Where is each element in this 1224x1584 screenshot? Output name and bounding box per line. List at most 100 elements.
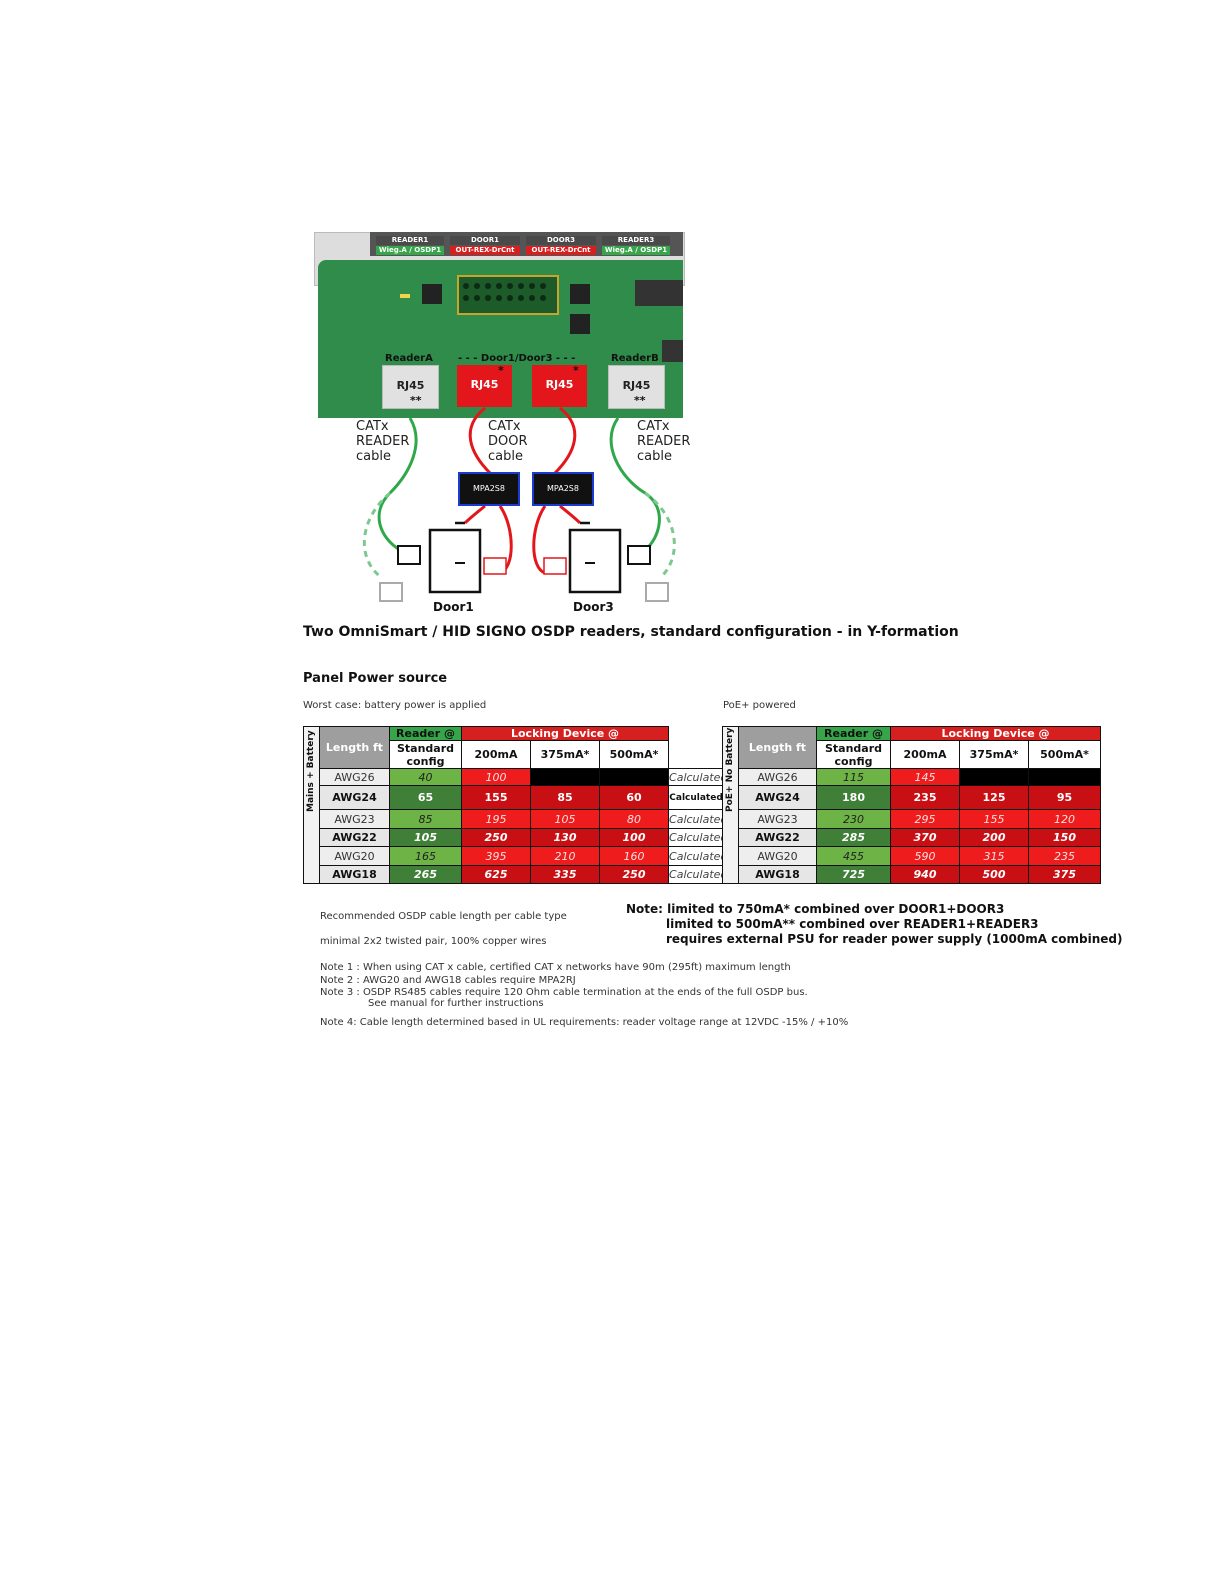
side-label-mains: Mains + Battery	[303, 726, 320, 884]
door-group-label: - - - Door1/Door3 - - -	[458, 353, 576, 364]
table-row: AWG20 455 590 315 235	[723, 846, 1102, 866]
reader-b-label: ReaderB	[611, 353, 659, 364]
reader-device-right	[627, 545, 651, 565]
mpa-box-door3: MPA2S8	[532, 472, 594, 506]
header-locking: Locking Device @	[889, 726, 1102, 741]
green-wire-right-dashed	[644, 491, 676, 580]
note-3: Note 3 : OSDP RS485 cables require 120 O…	[320, 987, 808, 998]
note-2: Note 2 : AWG20 and AWG18 cables require …	[320, 975, 576, 986]
table-row: AWG18 265 625 335 250 Calculated	[304, 865, 725, 884]
terminal-pins	[463, 283, 546, 301]
header-reader: Reader @	[389, 726, 462, 741]
left-power-table: Mains + Battery Length ft Reader @ Locki…	[303, 726, 725, 884]
cable-label-reader-left: CATx READER cable	[356, 419, 410, 464]
header-200ma: 200mA	[890, 740, 960, 769]
double-star-b: **	[634, 394, 646, 407]
table-row: AWG26 115 145	[723, 768, 1102, 786]
header-375ma: 375mA*	[530, 740, 600, 769]
table-row: AWG18 725 940 500 375	[723, 865, 1102, 884]
diagram-caption: Two OmniSmart / HID SIGNO OSDP readers, …	[303, 624, 959, 640]
star-door1: *	[498, 364, 504, 377]
door1-label: Door1	[433, 600, 474, 614]
header-500ma: 500mA*	[1027, 740, 1102, 769]
header-375ma: 375mA*	[959, 740, 1029, 769]
table-row: AWG23 85 195 105 80 Calculated	[304, 809, 725, 829]
lock-device-door1	[483, 557, 507, 575]
wiring-lines	[362, 406, 676, 602]
connector-block-right	[635, 280, 683, 306]
red-wire-door1-top	[468, 406, 492, 475]
rj45-door3: RJ45	[532, 365, 587, 407]
limit-note-2: limited to 500mA** combined over READER1…	[666, 917, 1039, 931]
door3-icon	[568, 521, 622, 594]
table-row: AWG24 65 155 85 60 Calculated	[304, 785, 725, 810]
table-row: AWG24 180 235 125 95	[723, 785, 1102, 810]
cable-label-door: CATx DOOR cable	[488, 419, 528, 464]
header-200ma: 200mA	[461, 740, 531, 769]
header-length: Length ft	[319, 726, 390, 769]
red-wire-door3-bottom	[532, 504, 582, 575]
right-power-table: PoE+ No Battery Length ft Reader @ Locki…	[722, 726, 1102, 884]
door1-icon	[428, 521, 482, 594]
header-reader1: READER1	[376, 236, 444, 245]
section-title: Panel Power source	[303, 671, 448, 686]
reader-device-right-ghost	[645, 582, 669, 602]
header-door1-sub: OUT-REX-DrCnt	[450, 246, 520, 255]
reader-a-label: ReaderA	[385, 353, 433, 364]
led-indicator	[400, 294, 410, 298]
rj45-label: RJ45	[622, 379, 651, 392]
limit-note-3: requires external PSU for reader power s…	[666, 932, 1123, 946]
red-wire-door3-top	[553, 406, 577, 475]
note-4: Note 4: Cable length determined based in…	[320, 1017, 849, 1028]
header-reader1-sub: Wieg.A / OSDP1	[376, 246, 444, 255]
right-subtitle: PoE+ powered	[723, 700, 796, 711]
terminal-block	[457, 275, 559, 315]
table-row: AWG22 285 370 200 150	[723, 828, 1102, 847]
note-1: Note 1 : When using CAT x cable, certifi…	[320, 962, 791, 973]
green-wire-right	[609, 417, 661, 552]
cable-label-reader-right: CATx READER cable	[637, 419, 691, 464]
side-label-poe: PoE+ No Battery	[722, 726, 739, 884]
connector-block-right-2	[662, 340, 683, 362]
rj45-door1: RJ45	[457, 365, 512, 407]
note-3-cont: See manual for further instructions	[368, 998, 544, 1009]
header-reader3-sub: Wieg.A / OSDP1	[602, 246, 670, 255]
mpa-box-door1: MPA2S8	[458, 472, 520, 506]
rj45-label: RJ45	[396, 379, 425, 392]
wiring-diagram: READER1 Wieg.A / OSDP1 DOOR1 OUT-REX-DrC…	[300, 228, 700, 618]
header-reader: Reader @	[816, 726, 891, 741]
lock-device-door3	[543, 557, 567, 575]
header-length: Length ft	[738, 726, 817, 769]
star-door3: *	[573, 364, 579, 377]
header-locking: Locking Device @	[460, 726, 670, 741]
minimal-text: minimal 2x2 twisted pair, 100% copper wi…	[320, 936, 547, 947]
jumper-block-2	[570, 284, 590, 304]
jumper-block-1	[422, 284, 442, 304]
header-500ma: 500mA*	[598, 740, 670, 769]
green-wire-left	[377, 417, 418, 552]
jumper-block-3	[570, 314, 590, 334]
rj45-reader-b: RJ45	[608, 365, 665, 409]
door3-label: Door3	[573, 600, 614, 614]
green-wire-left-dashed	[362, 491, 391, 580]
rj45-reader-a: RJ45	[382, 365, 439, 409]
table-row: AWG22 105 250 130 100 Calculated	[304, 828, 725, 847]
double-star-a: **	[410, 394, 422, 407]
limit-note-1: Note: limited to 750mA* combined over DO…	[626, 902, 1005, 916]
rj45-label: RJ45	[545, 378, 574, 391]
header-reader3: READER3	[602, 236, 670, 245]
reader-device-left-ghost	[379, 582, 403, 602]
header-blank	[669, 727, 724, 769]
table-row: AWG20 165 395 210 160 Calculated	[304, 846, 725, 866]
rj45-label: RJ45	[470, 378, 499, 391]
left-subtitle: Worst case: battery power is applied	[303, 700, 487, 711]
table-row: AWG26 40 100 Calculated	[304, 768, 725, 786]
header-door3-sub: OUT-REX-DrCnt	[526, 246, 596, 255]
table-row: AWG23 230 295 155 120	[723, 809, 1102, 829]
header-door3: DOOR3	[526, 236, 596, 245]
recommend-text: Recommended OSDP cable length per cable …	[320, 911, 567, 922]
reader-device-left	[397, 545, 421, 565]
header-door1: DOOR1	[450, 236, 520, 245]
